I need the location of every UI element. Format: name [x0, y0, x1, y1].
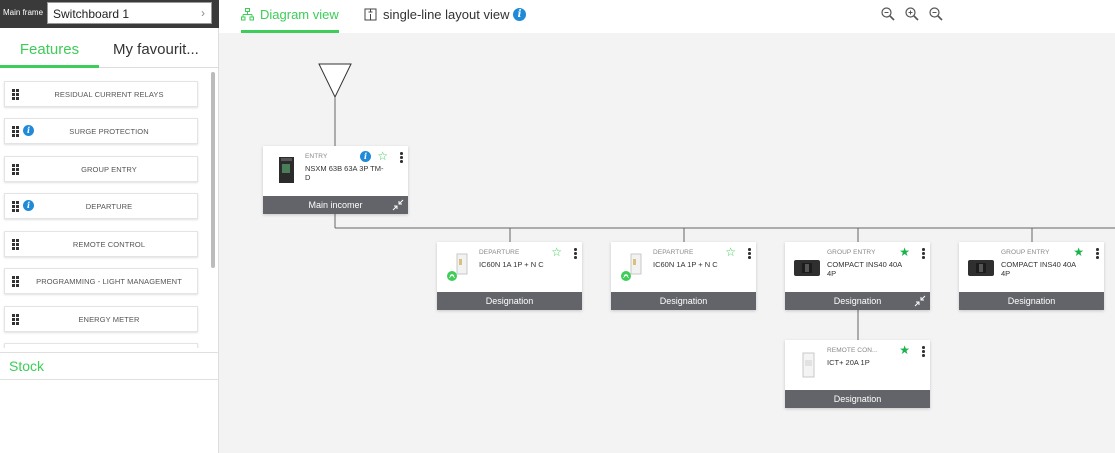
star-filled-icon[interactable]: ★ [899, 343, 910, 357]
feature-label: REMOTE CONTROL [72, 240, 146, 249]
view-toolbar: Diagram view single-line layout view i [219, 0, 1115, 33]
switch-disconnector-image [968, 260, 994, 276]
star-outline-icon[interactable]: ☆ [725, 245, 736, 259]
circuit-breaker-image [621, 253, 642, 281]
tab-features[interactable]: Features [0, 34, 99, 68]
feature-label: ENERGY METER [78, 315, 140, 324]
contactor-image [802, 352, 815, 378]
drag-handle-icon[interactable] [12, 314, 19, 325]
card-entry[interactable]: ENTRY NSXM 63B 63A 3P TM-D i ☆ Main inco… [263, 146, 408, 214]
more-vertical-icon[interactable] [1096, 248, 1099, 259]
card-type: DEPARTURE [653, 249, 694, 256]
info-icon[interactable]: i [360, 151, 371, 162]
feature-label: GROUP ENTRY [81, 165, 137, 174]
tab-diagram-label: Diagram view [260, 7, 339, 22]
more-vertical-icon[interactable] [574, 248, 577, 259]
zoom-reset-icon[interactable] [880, 6, 896, 22]
collapse-icon[interactable] [914, 295, 926, 307]
card-type: DEPARTURE [479, 249, 520, 256]
feature-item-programming-light-management[interactable]: PROGRAMMING - LIGHT MANAGEMENT [4, 268, 198, 294]
single-line-icon [364, 8, 377, 21]
drag-handle-icon[interactable] [12, 276, 19, 287]
main-frame-select[interactable]: Switchboard 1 › [47, 2, 212, 24]
card-footer[interactable]: Designation [959, 292, 1104, 310]
card-product-name: IC60N 1A 1P + N C [653, 260, 718, 269]
card-product-name: COMPACT INS40 40A 4P [827, 260, 902, 278]
card-product-name: NSXM 63B 63A 3P TM-D [305, 164, 384, 182]
feature-label: PROGRAMMING - LIGHT MANAGEMENT [36, 277, 182, 286]
feature-item-residual-current-relays[interactable]: RESIDUAL CURRENT RELAYS [4, 81, 198, 107]
info-icon[interactable]: i [513, 8, 526, 21]
star-filled-icon[interactable]: ★ [899, 245, 910, 259]
feature-label: DEPARTURE [85, 202, 133, 211]
stock-section[interactable]: Stock [0, 352, 219, 380]
card-footer[interactable]: Designation [437, 292, 582, 310]
circuit-breaker-image [447, 253, 468, 281]
chevron-right-icon: › [201, 6, 205, 20]
card-group-entry[interactable]: GROUP ENTRY COMPACT INS40 40A 4P ★ Desig… [785, 242, 930, 310]
drag-handle-icon[interactable] [12, 126, 19, 137]
star-outline-icon[interactable]: ☆ [551, 245, 562, 259]
tab-my-favourites[interactable]: My favourit... [99, 34, 219, 68]
card-footer[interactable]: Designation [611, 292, 756, 310]
diagram-icon [241, 8, 254, 21]
main-frame-bar: Main frame Switchboard 1 › [0, 0, 219, 28]
collapse-icon[interactable] [392, 199, 404, 211]
card-remote-control[interactable]: REMOTE CON... ICT+ 20A 1P ★ Designation [785, 340, 930, 408]
feature-label: RESIDUAL CURRENT RELAYS [54, 90, 164, 99]
left-panel: Main frame Switchboard 1 › Features My f… [0, 0, 219, 453]
info-icon[interactable]: i [23, 125, 34, 136]
stock-label: Stock [9, 358, 45, 374]
card-type: GROUP ENTRY [827, 249, 876, 256]
star-outline-icon[interactable]: ☆ [377, 149, 388, 163]
star-filled-icon[interactable]: ★ [1073, 245, 1084, 259]
drag-handle-icon[interactable] [12, 201, 19, 212]
feature-item-remote-control[interactable]: REMOTE CONTROL [4, 231, 198, 257]
feature-list-scrollbar[interactable] [211, 72, 215, 268]
zoom-out-icon[interactable] [928, 6, 944, 22]
drag-handle-icon[interactable] [12, 164, 19, 175]
more-vertical-icon[interactable] [400, 152, 403, 163]
tab-single-line-label: single-line layout view [383, 7, 510, 22]
card-departure[interactable]: DEPARTURE IC60N 1A 1P + N C ☆ Designatio… [437, 242, 582, 310]
feature-item-surge-protection[interactable]: i SURGE PROTECTION [4, 118, 198, 144]
feature-list: RESIDUAL CURRENT RELAYS i SURGE PROTECTI… [0, 72, 212, 348]
card-product-name: ICT+ 20A 1P [827, 358, 870, 367]
main-frame-label: Main frame [3, 8, 44, 17]
feature-item-group-entry[interactable]: GROUP ENTRY [4, 156, 198, 182]
card-type: REMOTE CON... [827, 347, 878, 354]
left-tabs: Features My favourit... [0, 34, 219, 68]
card-footer[interactable]: Designation [785, 292, 930, 310]
zoom-in-icon[interactable] [904, 6, 920, 22]
card-footer[interactable]: Designation [785, 390, 930, 408]
more-vertical-icon[interactable] [922, 248, 925, 259]
breaker-image [279, 157, 294, 183]
card-footer[interactable]: Main incomer [263, 196, 408, 214]
drag-handle-icon[interactable] [12, 89, 19, 100]
switch-disconnector-image [794, 260, 820, 276]
card-product-name: IC60N 1A 1P + N C [479, 260, 544, 269]
feature-item-energy-meter[interactable]: ENERGY METER [4, 306, 198, 332]
feature-label: SURGE PROTECTION [69, 127, 149, 136]
more-vertical-icon[interactable] [922, 346, 925, 357]
info-icon[interactable]: i [23, 200, 34, 211]
card-departure[interactable]: DEPARTURE IC60N 1A 1P + N C ☆ Designatio… [611, 242, 756, 310]
card-type: GROUP ENTRY [1001, 249, 1050, 256]
feature-item-partial[interactable] [4, 343, 198, 348]
main-frame-value: Switchboard 1 [53, 7, 130, 21]
card-product-name: COMPACT INS40 40A 4P [1001, 260, 1076, 278]
feature-item-departure[interactable]: i DEPARTURE [4, 193, 198, 219]
drag-handle-icon[interactable] [12, 239, 19, 250]
more-vertical-icon[interactable] [748, 248, 751, 259]
tab-single-line-view[interactable]: single-line layout view i [364, 0, 534, 33]
tab-diagram-view[interactable]: Diagram view [241, 0, 339, 33]
card-type: ENTRY [305, 153, 328, 160]
card-group-entry[interactable]: GROUP ENTRY COMPACT INS40 40A 4P ★ Desig… [959, 242, 1104, 310]
